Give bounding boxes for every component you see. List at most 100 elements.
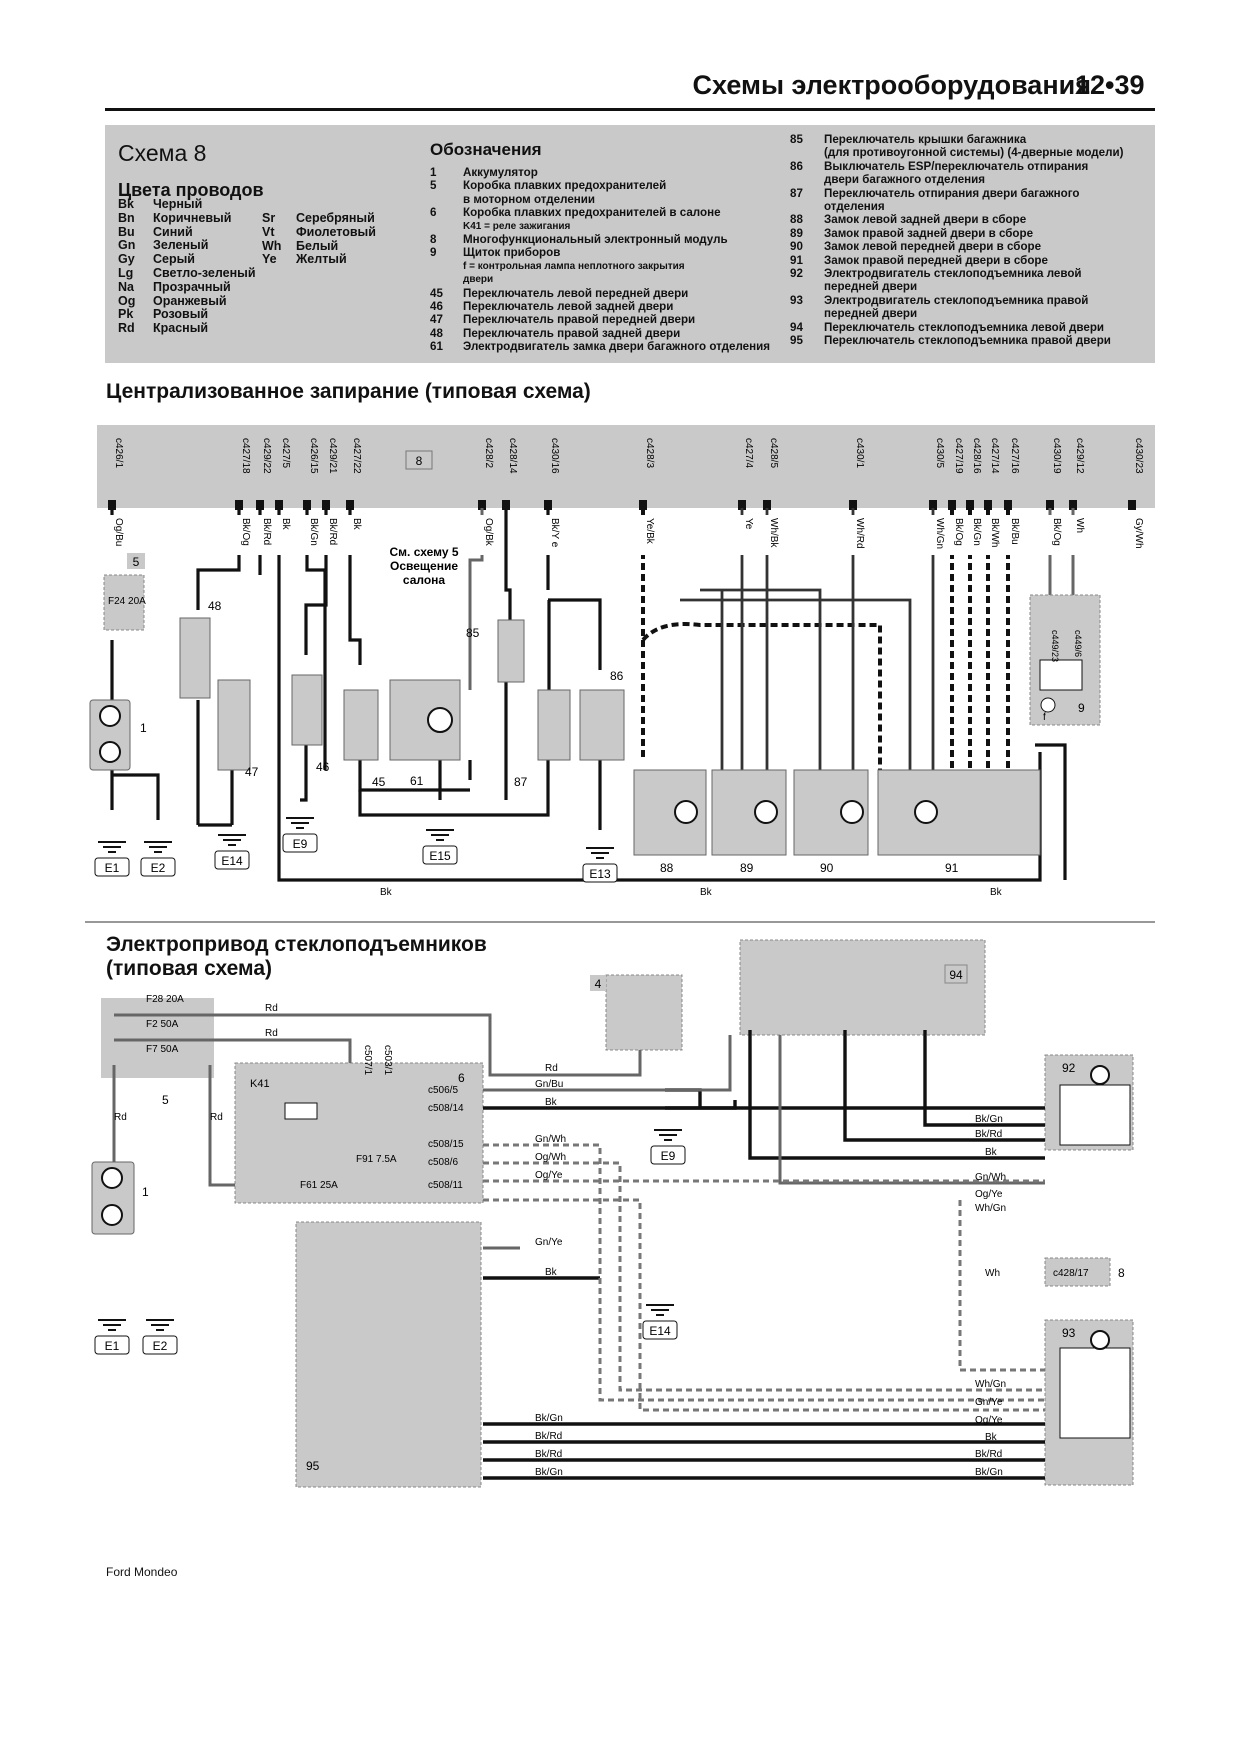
ground-tag (94, 1335, 130, 1355)
connector-pin (639, 500, 647, 510)
legend-num: 85 (790, 133, 803, 146)
legend-col1-texts: Аккумулятор Коробка плавких предохраните… (463, 166, 770, 354)
legend-num: 8 (430, 233, 437, 247)
wire-color-name: Светло-зеленый (153, 265, 256, 280)
lock-91 (877, 769, 1041, 856)
switch-85 (497, 619, 525, 683)
wire-label-bg (344, 515, 356, 555)
component-label: 5 (162, 1093, 169, 1107)
connector-label: c428/16 (971, 438, 982, 474)
legend-col2-nums: 85 86 87 88 89 90 91 92 93 94 95 (790, 133, 803, 348)
switch-87 (537, 689, 571, 761)
wire-label: Bk (380, 887, 393, 898)
component-label: 86 (610, 669, 624, 683)
battery-positive-icon (99, 705, 121, 727)
ground-label: E9 (661, 1149, 676, 1163)
connector-pin (763, 500, 771, 510)
fuse-label: F61 25A (300, 1180, 338, 1191)
wire-label: Bk (280, 518, 291, 531)
component-label: 95 (306, 1459, 320, 1473)
relay-label: K41 (250, 1078, 270, 1090)
component-label: 93 (1062, 1326, 1076, 1340)
connector-label: c427/22 (351, 438, 362, 474)
fuse-box-5 (101, 998, 214, 1078)
wire-label: Bk/Rd (261, 518, 272, 545)
switch-46 (291, 674, 323, 746)
footer-text: Ford Mondeo (106, 1565, 178, 1579)
wire-color-code: Bu (118, 224, 135, 239)
connector-pin (502, 500, 510, 510)
module-8-connector (1044, 1257, 1111, 1287)
legend-num: 87 (790, 186, 803, 200)
ground-tag (140, 857, 176, 877)
legend-text: Выключатель ESP/переключатель отпирания (824, 159, 1089, 173)
ground-label: E9 (293, 837, 308, 851)
legend-text: Замок правой передней двери в сборе (824, 253, 1048, 267)
thin-wires (680, 508, 935, 770)
wire-label-bg (542, 515, 554, 555)
connector-pin (1046, 500, 1054, 510)
legend-num: 48 (430, 326, 443, 340)
wire-label: Bk (351, 518, 362, 531)
wire-label: Gn/Wh (975, 1172, 1006, 1183)
module-number-tag (405, 450, 433, 470)
component-label: 94 (949, 968, 963, 982)
connector-pin (984, 500, 992, 510)
wire-label: Bk/Bu (1009, 518, 1020, 545)
connector-label: c427/4 (743, 438, 754, 468)
connector-label: c428/5 (768, 438, 779, 468)
wire-label: Bk/Wh (989, 518, 1000, 547)
legend-text: Переключатель левой передней двери (463, 286, 689, 300)
connector-label: c430/23 (1133, 438, 1144, 474)
wire-color-code: Gy (118, 252, 135, 267)
wire-color-name-list-2: Серебряный Фиолетовый Белый Желтый (296, 211, 376, 267)
wire-label-bg (982, 515, 994, 555)
connector-pin (1069, 500, 1077, 510)
connector-pin (1128, 500, 1136, 510)
connector-label: c427/5 (280, 438, 291, 468)
legend-text: Переключатель правой передней двери (463, 313, 696, 327)
component-label: 46 (316, 760, 330, 774)
wire-color-code: Wh (262, 238, 282, 253)
legend-num: 45 (430, 286, 443, 300)
legend-text: Коробка плавких предохранителей в салоне (463, 206, 721, 220)
wire-label: Gy/Wh (1133, 518, 1144, 549)
wire-label: Bk (545, 1267, 558, 1278)
wire-color-code: Rd (118, 321, 135, 336)
legend-text: Замок левой передней двери в сборе (824, 240, 1042, 254)
wire-color-name: Черный (153, 197, 203, 211)
fuse-label: F7 50A (146, 1044, 179, 1055)
page-number: 12•39 (1075, 70, 1145, 100)
ground-label: E13 (589, 867, 611, 881)
legend-title: Обозначения (430, 140, 542, 159)
wire-label: Gn/Ye (535, 1237, 563, 1248)
wire-color-code-list-2: Sr Vt Wh Ye (262, 211, 282, 267)
see-note-line: Освещение (390, 559, 458, 573)
wire-label: Wh (985, 1268, 1000, 1279)
connector-label: c449/23 (1050, 630, 1060, 662)
motor-icon (914, 800, 938, 824)
wire-label: Wh/Gn (975, 1379, 1006, 1390)
component-label: 45 (372, 775, 386, 789)
lamp-label: f (1043, 712, 1046, 723)
component-label: 1 (142, 1185, 149, 1199)
ground-tag (94, 857, 130, 877)
wire-color-code: Vt (262, 224, 275, 239)
see-note-line: салона (403, 573, 446, 587)
wire-label-bg (847, 515, 859, 555)
motor-icon (427, 707, 453, 733)
connector-pin (322, 500, 330, 510)
legend-text: отделения (824, 200, 885, 214)
motor-93-module (1059, 1347, 1131, 1439)
connector-label: c507/1 (362, 1045, 373, 1075)
connector-label: c508/15 (428, 1139, 464, 1150)
wire-color-name: Серый (153, 252, 195, 267)
connector-label: c508/14 (428, 1103, 464, 1114)
legend-num: 95 (790, 334, 803, 348)
wire-label: Bk/Gn (975, 1467, 1003, 1478)
wire-label-bg (964, 515, 976, 555)
wire-color-name: Зеленый (153, 238, 209, 253)
motor-icon (1090, 1330, 1110, 1350)
connector-pin (1004, 500, 1012, 510)
